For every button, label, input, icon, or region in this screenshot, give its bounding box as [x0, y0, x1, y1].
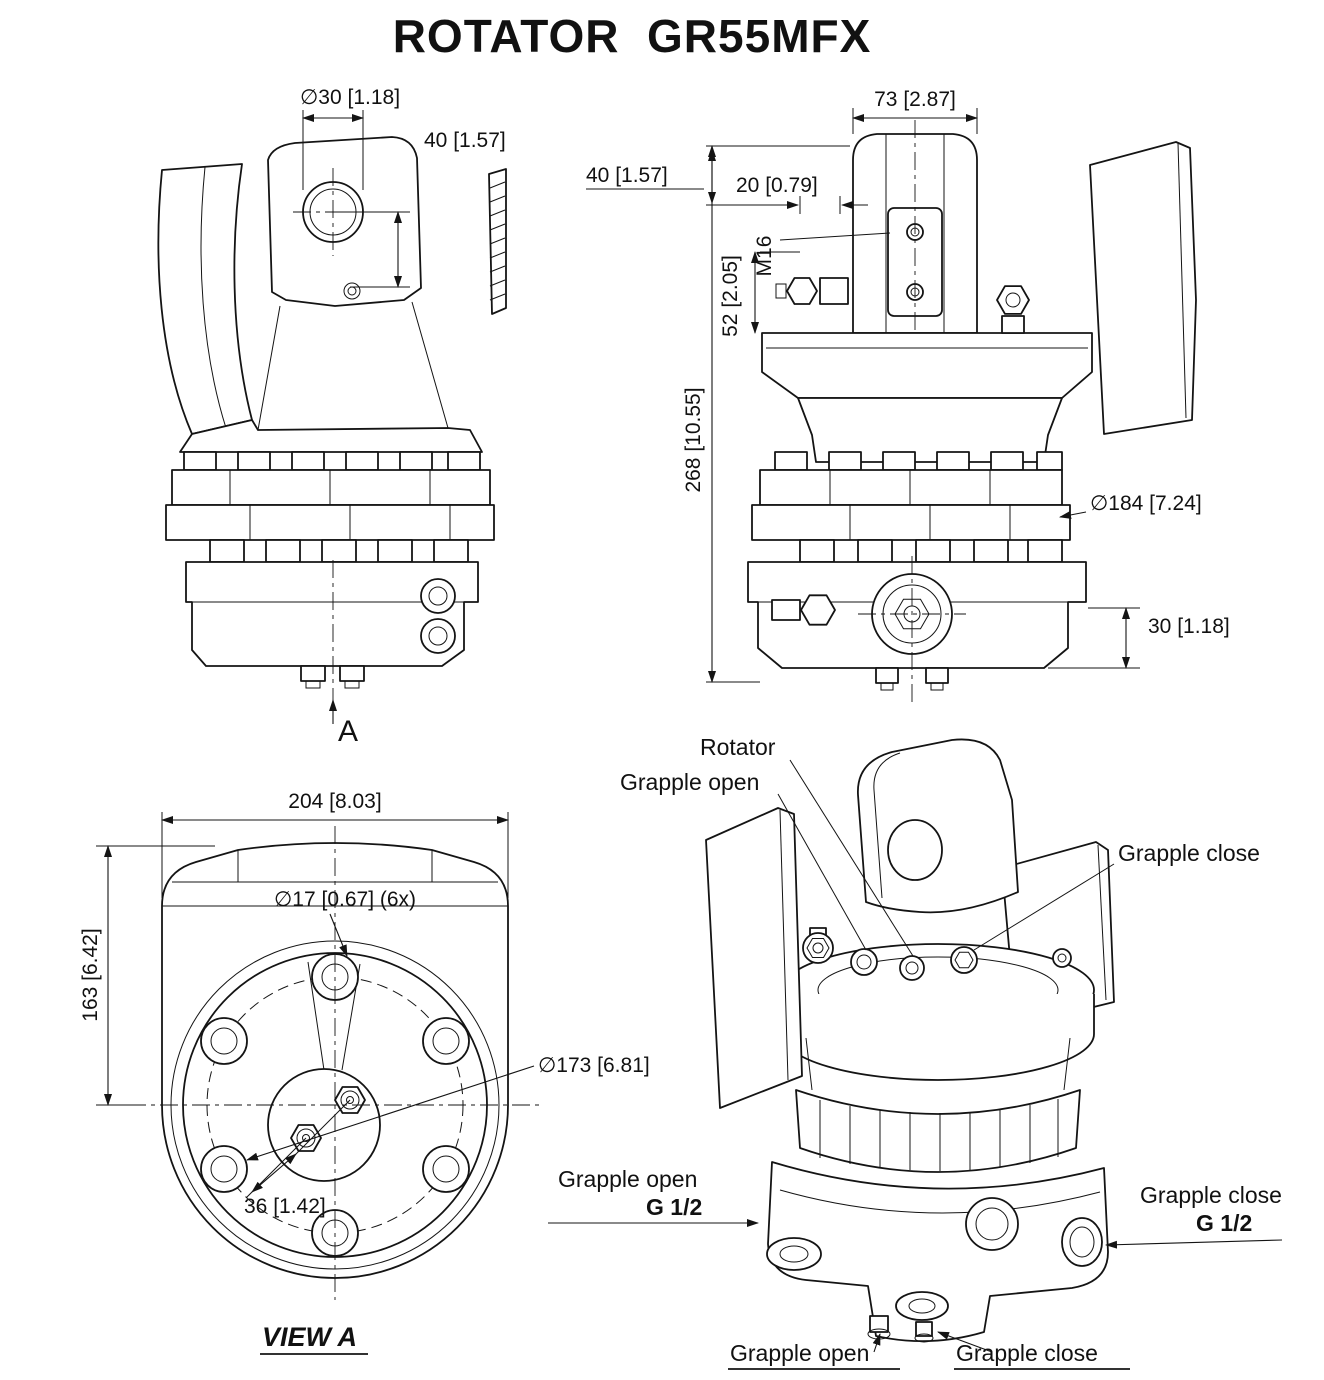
- page-title: ROTATOR GR55MFX: [393, 10, 872, 62]
- dim-thread-spacing: 52 [2.05]: [719, 251, 800, 337]
- dim-pin-offset: 40 [1.57]: [333, 129, 506, 288]
- callout-grapple-open-bottom: Grapple open: [730, 1340, 869, 1366]
- dim-overall-height-text: 268 [10.55]: [682, 387, 705, 492]
- dim-base-height-text: 30 [1.18]: [1148, 615, 1230, 638]
- dim-bolt-circle-dia: ∅173 [6.81]: [246, 1054, 650, 1161]
- front-hex-fitting: [800, 594, 836, 626]
- callout-grapple-close-top: Grapple close: [1118, 840, 1260, 866]
- leader-rotator: [789, 759, 914, 957]
- arrow-grapple-close-port: [1105, 1239, 1283, 1249]
- side-port-lower: [420, 618, 456, 654]
- dim-clevis-width-text: 73 [2.87]: [874, 88, 956, 111]
- dim-overall-height: 268 [10.55]: [682, 145, 850, 683]
- iso-view: Rotator Grapple open Grapple close Grapp…: [548, 734, 1283, 1370]
- hatch-pattern: [489, 181, 506, 301]
- callout-grapple-open-port: Grapple open: [558, 1166, 697, 1192]
- iso-pin-hole: [887, 819, 943, 881]
- dim-pin-hole-dia-text: ∅30 [1.18]: [300, 86, 400, 109]
- dim-thread-spacing-text: 52 [2.05]: [719, 255, 742, 337]
- dim-pin-offset-text: 40 [1.57]: [424, 129, 506, 152]
- dim-bolt-circle-dia-text: ∅173 [6.81]: [538, 1054, 650, 1077]
- dim-thread-text: M16: [753, 236, 776, 277]
- dim-overall-width-text: 204 [8.03]: [288, 790, 381, 813]
- dim-bolt-hole-dia-text: ∅17 [0.67] (6x): [274, 888, 416, 911]
- dim-top-to-plate-text: 40 [1.57]: [586, 164, 668, 187]
- side-collar: [165, 451, 495, 563]
- callout-rotator: Rotator: [700, 734, 776, 760]
- dim-collar-dia-text: ∅184 [7.24]: [1090, 492, 1202, 515]
- front-view: 73 [2.87] 268 [10.55] 40 [1.57] 20 [0.79…: [586, 88, 1230, 702]
- dim-port-spacing: 36 [1.42]: [244, 1099, 351, 1218]
- dim-base-height: 30 [1.18]: [1048, 607, 1230, 669]
- side-port-upper: [420, 578, 456, 614]
- front-guard-plate: [1089, 141, 1197, 435]
- front-right-bolt-hex: [996, 285, 1030, 315]
- leader-grapple-open-top: [777, 793, 867, 951]
- dim-overall-width: 204 [8.03]: [161, 790, 509, 898]
- dim-collar-dia: ∅184 [7.24]: [1059, 492, 1202, 519]
- side-view: ∅30 [1.18] 40 [1.57] A: [157, 86, 507, 748]
- callout-grapple-close-port: Grapple close: [1140, 1182, 1282, 1208]
- section-arrow-label: A: [338, 715, 358, 748]
- dim-plate-offset: 20 [0.79]: [736, 174, 868, 214]
- arrow-grapple-close-bottom: [937, 1331, 993, 1353]
- iso-port-close: [1061, 1217, 1103, 1267]
- iso-flange-fittings: [802, 927, 1072, 981]
- callout-grapple-close-bottom: Grapple close: [956, 1340, 1098, 1366]
- side-guard-plate-left: [157, 163, 253, 435]
- side-body-cone: [179, 419, 483, 453]
- iso-collar: [795, 1089, 1081, 1173]
- dim-bottom-height: 163 [6.42]: [79, 845, 215, 1106]
- bottom-view: 204 [8.03] 163 [6.42] ∅17 [0.67] (6x) ∅1…: [79, 790, 650, 1355]
- front-collar: [751, 451, 1071, 563]
- iso-clevis: [857, 738, 1019, 914]
- front-left-fitting-hex: [786, 277, 818, 305]
- callout-grapple-open-thread: G 1/2: [646, 1194, 702, 1220]
- dim-port-spacing-text: 36 [1.42]: [244, 1195, 326, 1218]
- callout-grapple-close-thread: G 1/2: [1196, 1210, 1252, 1236]
- arrow-grapple-open-bottom: [872, 1333, 881, 1353]
- iso-guard-left: [705, 807, 803, 1109]
- dim-pin-hole-dia: ∅30 [1.18]: [300, 86, 400, 190]
- view-a-label: VIEW A: [262, 1322, 357, 1352]
- dim-bolt-hole-dia: ∅17 [0.67] (6x): [274, 888, 416, 957]
- iso-valve-block: [767, 1161, 1109, 1343]
- callout-grapple-open-top: Grapple open: [620, 769, 759, 795]
- dim-clevis-width: 73 [2.87]: [852, 88, 978, 134]
- dim-bottom-height-text: 163 [6.42]: [79, 928, 102, 1021]
- front-base-arm: [761, 332, 1093, 399]
- side-valve-block: [185, 561, 479, 667]
- bolt-holes: [200, 953, 470, 1257]
- leader-grapple-close-top: [973, 863, 1115, 951]
- dim-plate-offset-text: 20 [0.79]: [736, 174, 818, 197]
- iso-port-open: [965, 1197, 1019, 1251]
